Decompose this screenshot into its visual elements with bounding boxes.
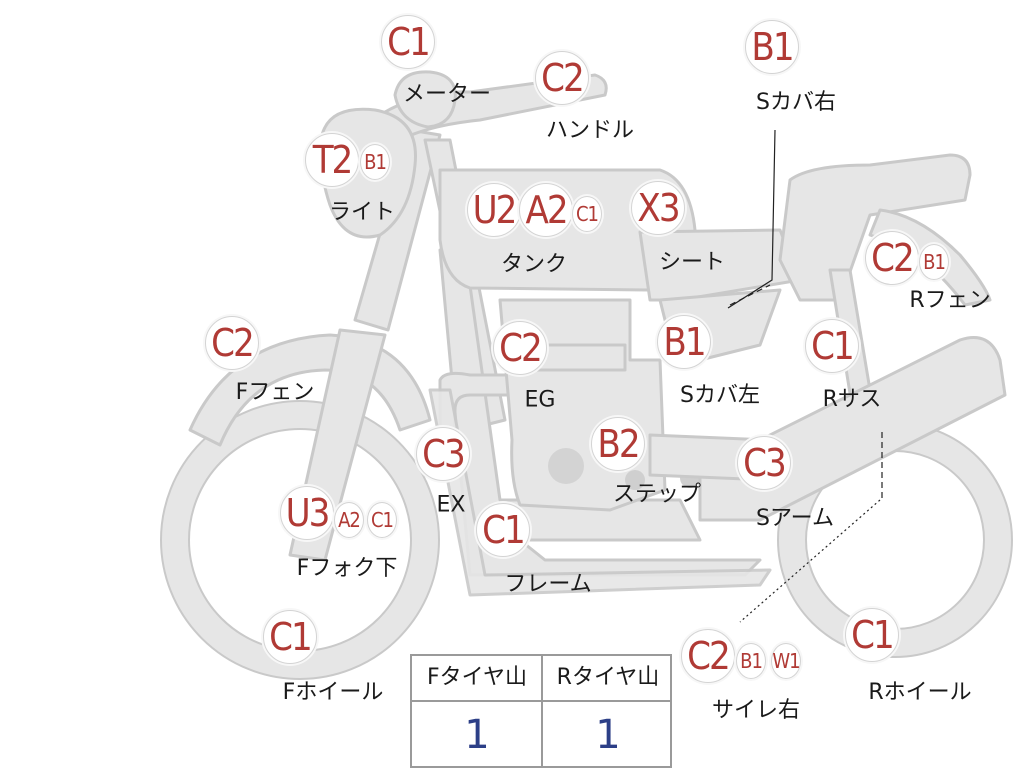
- rsus-code-1: C1: [805, 319, 859, 373]
- ffork-lower-label: Fフォク下: [296, 556, 398, 581]
- front-tire-value: 1: [464, 712, 490, 758]
- seat-code-1: X3: [631, 181, 685, 235]
- rsus-label: Rサス: [822, 387, 882, 412]
- scover-right-label: Sカバ右: [756, 90, 836, 115]
- meter-code-1: C1: [381, 15, 435, 69]
- scover-left-label: Sカバ左: [680, 383, 760, 408]
- exhaust-label: EX: [436, 492, 466, 518]
- silencer-right-label: サイレ右: [711, 698, 801, 723]
- table-divider-vertical: [541, 656, 543, 766]
- step-label: ステップ: [612, 482, 702, 507]
- rfender-code-2: B1: [919, 244, 949, 280]
- fwheel-code-1: C1: [263, 610, 317, 664]
- engine-code-1: C2: [493, 321, 547, 375]
- sarm-code-1: C3: [737, 436, 791, 490]
- fwheel-label: Fホイール: [282, 680, 384, 705]
- rear-tire-header: Rタイヤ山: [556, 665, 660, 690]
- light-code-2: B1: [360, 144, 390, 180]
- handle-code-1: C2: [535, 51, 589, 105]
- rwheel-code-1: C1: [845, 608, 899, 662]
- meter-shape: [393, 70, 457, 129]
- ffender-code-1: C2: [205, 316, 259, 370]
- ffender-label: Fフェン: [235, 380, 315, 405]
- tank-code-3: C1: [572, 196, 602, 232]
- seat-label: シート: [658, 250, 726, 275]
- scover-left-code-1: B1: [657, 315, 711, 369]
- sarm-label: Sアーム: [756, 506, 834, 531]
- tank-label: タンク: [500, 252, 568, 277]
- rear-tire-value: 1: [595, 712, 621, 758]
- silencer-right-code-3: W1: [771, 643, 801, 679]
- ffork-lower-code-3: C1: [367, 502, 397, 538]
- tank-code-1: U2: [467, 183, 521, 237]
- tail-shape: [778, 153, 972, 302]
- frame-code-1: C1: [476, 503, 530, 557]
- exhaust-code-1: C3: [416, 427, 470, 481]
- rfender-code-1: C2: [865, 231, 919, 285]
- light-label: ライト: [328, 200, 396, 225]
- front-tire-header: Fタイヤ山: [427, 665, 527, 690]
- rwheel-label: Rホイール: [868, 680, 972, 705]
- frame-label: フレーム: [504, 572, 592, 597]
- step-code-1: B2: [591, 417, 645, 471]
- front-wheel-shape: [161, 401, 439, 679]
- ffork-lower-code-2: A2: [334, 502, 364, 538]
- handle-label: ハンドル: [545, 118, 635, 143]
- rfender-label: Rフェン: [909, 288, 991, 313]
- light-code-1: T2: [305, 133, 359, 187]
- ffork-lower-code-1: U3: [280, 486, 334, 540]
- seat-shape: [638, 228, 802, 302]
- silencer-right-code-1: C2: [681, 629, 735, 683]
- tire-tread-table: Fタイヤ山 Rタイヤ山 1 1: [410, 654, 672, 768]
- scover-right-code-1: B1: [745, 20, 799, 74]
- tank-code-2: A2: [519, 183, 573, 237]
- silencer-right-code-2: B1: [736, 643, 766, 679]
- meter-label: メーター: [402, 82, 492, 107]
- engine-label: EG: [524, 387, 556, 413]
